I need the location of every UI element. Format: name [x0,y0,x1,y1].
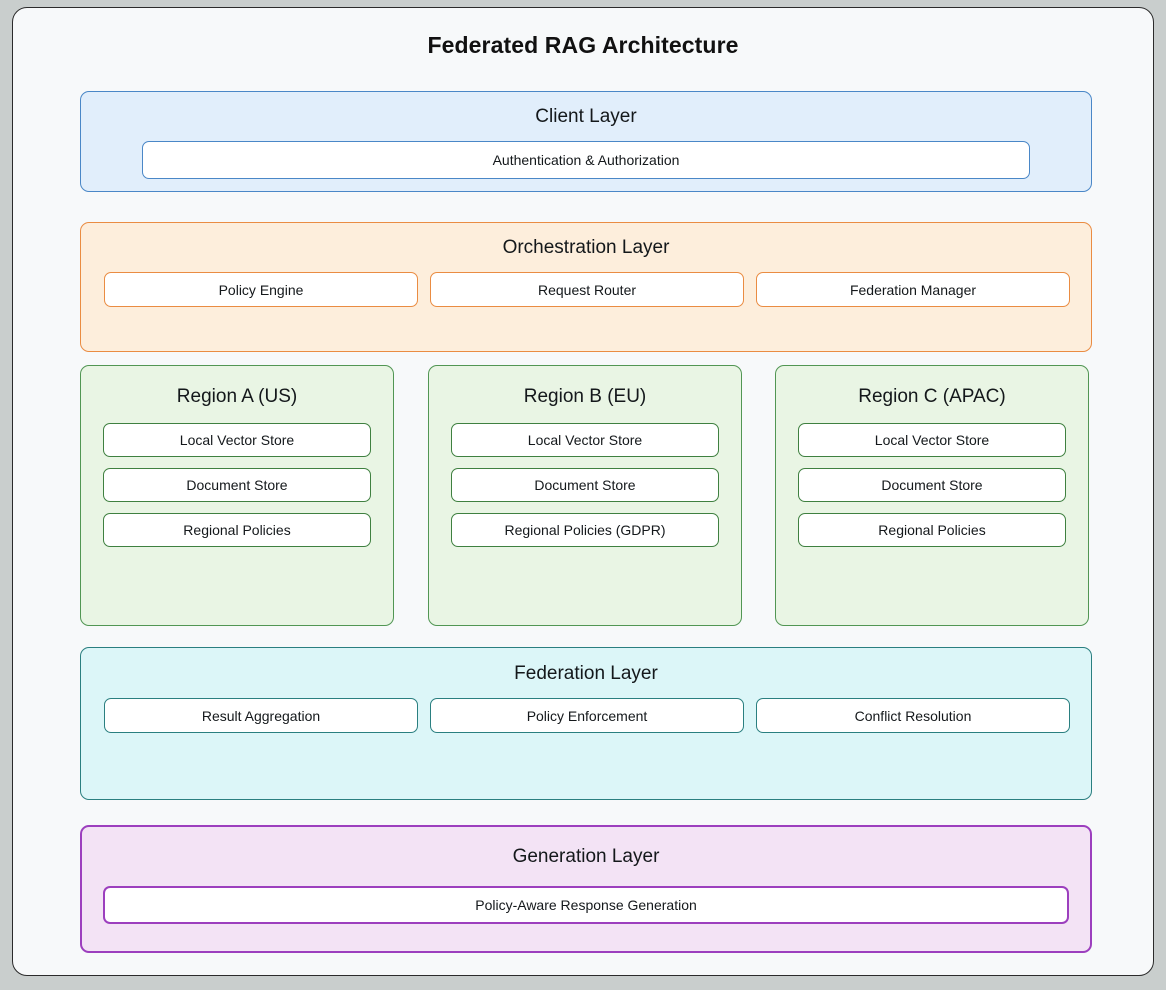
node-result-aggregation[interactable]: Result Aggregation [104,698,418,733]
federation-node-row: Result Aggregation Policy Enforcement Co… [104,698,1070,733]
node-policy-aware-response-generation[interactable]: Policy-Aware Response Generation [103,886,1069,924]
region-c-node-regional-policies[interactable]: Regional Policies [798,513,1066,547]
region-c-node-local-vector-store[interactable]: Local Vector Store [798,423,1066,457]
region-c-node-document-store[interactable]: Document Store [798,468,1066,502]
node-request-router[interactable]: Request Router [430,272,744,307]
node-policy-enforcement[interactable]: Policy Enforcement [430,698,744,733]
region-c-node-list: Local Vector Store Document Store Region… [798,423,1066,547]
region-a-node-local-vector-store[interactable]: Local Vector Store [103,423,371,457]
orchestration-layer-panel: Orchestration Layer Policy Engine Reques… [80,222,1092,352]
client-layer-panel: Client Layer Authentication & Authorizat… [80,91,1092,192]
orchestration-node-row: Policy Engine Request Router Federation … [104,272,1070,307]
node-authentication-authorization[interactable]: Authentication & Authorization [142,141,1030,179]
diagram-title: Federated RAG Architecture [427,32,739,58]
region-a-node-regional-policies[interactable]: Regional Policies [103,513,371,547]
node-conflict-resolution[interactable]: Conflict Resolution [756,698,1070,733]
region-b-title: Region B (EU) [523,386,647,407]
generation-layer-panel: Generation Layer Policy-Aware Response G… [80,825,1092,953]
region-a-title: Region A (US) [176,386,298,407]
region-b-node-local-vector-store[interactable]: Local Vector Store [451,423,719,457]
region-b-node-list: Local Vector Store Document Store Region… [451,423,719,547]
node-federation-manager[interactable]: Federation Manager [756,272,1070,307]
generation-layer-title: Generation Layer [512,846,660,867]
region-panel-b: Region B (EU) Local Vector Store Documen… [428,365,742,626]
region-b-node-regional-policies-gdpr[interactable]: Regional Policies (GDPR) [451,513,719,547]
region-a-node-list: Local Vector Store Document Store Region… [103,423,371,547]
region-a-node-document-store[interactable]: Document Store [103,468,371,502]
node-policy-engine[interactable]: Policy Engine [104,272,418,307]
diagram-card: Federated RAG Architecture Client Layer … [12,7,1154,976]
federation-layer-panel: Federation Layer Result Aggregation Poli… [80,647,1092,800]
region-b-node-document-store[interactable]: Document Store [451,468,719,502]
region-panel-c: Region C (APAC) Local Vector Store Docum… [775,365,1089,626]
federation-layer-title: Federation Layer [514,663,658,684]
client-layer-title: Client Layer [535,106,637,127]
region-panel-a: Region A (US) Local Vector Store Documen… [80,365,394,626]
region-c-title: Region C (APAC) [858,386,1006,407]
orchestration-layer-title: Orchestration Layer [502,237,670,258]
